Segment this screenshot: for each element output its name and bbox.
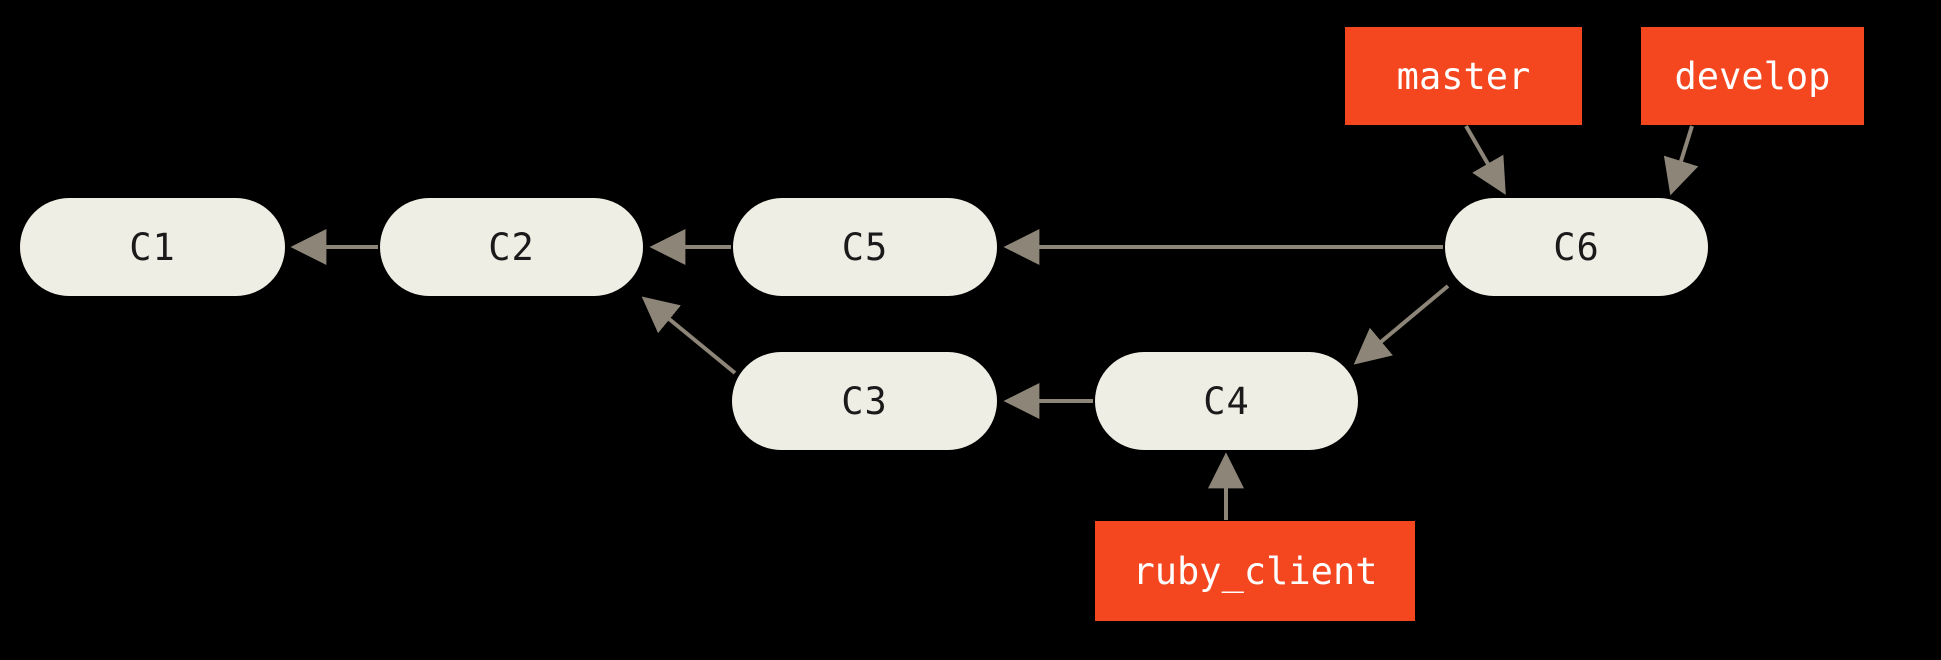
edge-c3-to-c2	[641, 296, 737, 375]
commit-label: C3	[841, 379, 888, 423]
commit-node-c2[interactable]: C2	[380, 198, 643, 296]
commit-node-c6[interactable]: C6	[1445, 198, 1708, 296]
branch-label-develop[interactable]: develop	[1641, 27, 1864, 125]
edge-develop-to-c6	[1663, 125, 1699, 196]
commit-node-c4[interactable]: C4	[1095, 352, 1358, 450]
branch-label-master[interactable]: master	[1345, 27, 1582, 125]
branch-label-text: master	[1396, 54, 1531, 98]
commit-label: C5	[841, 225, 889, 269]
branch-label-text: ruby_client	[1132, 549, 1378, 593]
commit-label: C1	[129, 225, 176, 269]
commit-node-c5[interactable]: C5	[733, 198, 997, 296]
edge-c6-to-c4	[1353, 284, 1450, 365]
commit-node-c3[interactable]: C3	[732, 352, 997, 450]
commit-label: C4	[1203, 379, 1250, 423]
commit-node-c1[interactable]: C1	[20, 198, 285, 296]
branch-label-text: develop	[1674, 54, 1831, 98]
branch-label-ruby-client[interactable]: ruby_client	[1095, 521, 1415, 621]
commit-label: C6	[1553, 225, 1600, 269]
edge-master-to-c6	[1464, 124, 1506, 195]
commit-label: C2	[488, 225, 535, 269]
